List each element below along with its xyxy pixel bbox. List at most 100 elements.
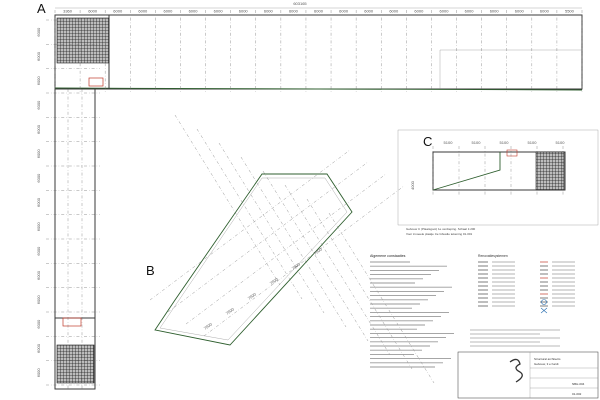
c-hatched-zone: [535, 151, 565, 191]
title-sheet-number: NBH-004: [572, 382, 585, 386]
left-dim-label: 6000: [36, 197, 41, 207]
grid-line-b-cross: [203, 185, 405, 337]
building-b-inner: [159, 177, 348, 341]
section-label-b: B: [146, 263, 155, 278]
left-dim-label: 6000: [36, 343, 41, 353]
marker-red-bottom: [62, 317, 82, 327]
building-a: A: [37, 1, 583, 390]
left-dim-label: 6000: [36, 319, 41, 329]
c-dim-label: 5100: [444, 140, 454, 145]
grid-lines-top: [54, 10, 583, 92]
info-lines: [470, 329, 560, 347]
b-dim-label: 7500: [313, 246, 324, 256]
title-project: Gebouw, 3 e hardt: [534, 362, 559, 366]
grid-line-b: [262, 170, 369, 342]
c-dim-label: 5100: [556, 140, 566, 145]
title-block-frame: [457, 351, 599, 399]
legend-blue-circle-icon: [541, 299, 547, 305]
left-dim-labels: 6000 6000 6000 6000 6000 6000 6000 6000 6000 6000…: [36, 27, 41, 377]
notes-lines: [370, 261, 454, 368]
title-block: Structural architects Gebouw, 3 e hardt …: [457, 351, 599, 399]
top-dim-label: 6000: [339, 9, 349, 14]
top-dim-label: 6000: [314, 9, 324, 14]
grid-line-b-cross: [167, 161, 369, 313]
c-caption-line1: Gebouw C (Plaatsgoot) 1e verdieping. Sch…: [406, 227, 476, 231]
b-dim-label: 7500: [291, 261, 302, 271]
top-dim-label: 6000: [239, 9, 249, 14]
top-dim-label: 6000: [440, 9, 450, 14]
top-dim-label: 6000: [138, 9, 148, 14]
left-dim-label: 6000: [36, 295, 41, 305]
legend-blue-cross-icon: [540, 307, 548, 314]
building-b-outline: [154, 173, 353, 346]
b-dim-labels: 7500 7500 7500 7500 7500 7500: [203, 246, 324, 331]
c-caption-line2: Voor invoeele plaatje zie Gbuatle tekeni…: [406, 232, 473, 236]
top-dim-label: 3360: [63, 9, 73, 14]
notes-heading: Algemene constaaties: [370, 254, 406, 258]
c-vertical-dim: 4000: [410, 180, 415, 190]
grid-line-b: [284, 184, 391, 356]
left-dim-label: 6000: [36, 100, 41, 110]
grid-line-b: [240, 156, 347, 328]
section-label-a: A: [37, 1, 46, 16]
title-drawing-number: 01-002: [572, 392, 582, 396]
top-dim-label: 6000: [414, 9, 424, 14]
b-dim-label: 7500: [269, 276, 280, 286]
company-logo-icon: [509, 358, 523, 383]
marker-red-top: [88, 77, 104, 87]
top-dim-label: 6000: [264, 9, 274, 14]
top-dim-label: 6000: [289, 9, 299, 14]
left-dim-label: 6000: [36, 51, 41, 61]
notes-block: Algemene constaaties: [370, 254, 454, 368]
top-dim-label: 6000: [364, 9, 374, 14]
top-dim-label: 6000: [490, 9, 500, 14]
title-company: Structural architects: [534, 357, 561, 361]
building-a-step-line: [439, 49, 582, 89]
c-diagonal-wall: [432, 152, 501, 191]
grid-line-b: [306, 198, 413, 370]
top-dim-label: 6000: [540, 9, 550, 14]
building-a-top-outline: [54, 14, 583, 90]
left-dim-label: 6000: [36, 76, 41, 86]
top-dimension-row: 603165 3360 6000 6000 6000 6000 6000 6000 6000 6…: [55, 1, 582, 14]
top-dim-label: 5500: [565, 9, 575, 14]
grid-lines-b: [149, 114, 435, 384]
b-dim-label: 7500: [225, 306, 236, 316]
top-dim-label: 6000: [113, 9, 123, 14]
grid-line-b-cross: [149, 149, 351, 301]
left-dim-label: 6000: [36, 27, 41, 37]
left-dim-label: 6000: [36, 246, 41, 256]
top-dim-total: 603165: [293, 1, 307, 6]
building-a-green-line: [54, 87, 583, 91]
top-dim-label: 6000: [515, 9, 525, 14]
grid-line-b: [328, 212, 435, 384]
hatched-zone-top: [56, 17, 110, 64]
grid-lines-left: [46, 19, 100, 390]
section-label-c: C: [423, 134, 432, 149]
c-dim-label: 5100: [500, 140, 510, 145]
left-dim-label: 6000: [36, 270, 41, 280]
grid-line-b: [218, 142, 325, 314]
top-dim-label: 6000: [189, 9, 199, 14]
building-b: B 7500 7500 7500 7500 7500 7500: [146, 114, 435, 384]
legend-heading: Renovatiesystemen: [478, 254, 508, 258]
left-dim-label: 6000: [36, 149, 41, 159]
grid-line-b: [196, 128, 303, 300]
left-dim-label: 6000: [36, 222, 41, 232]
c-dim-label: 5100: [472, 140, 482, 145]
hatched-zone-bottom: [56, 344, 95, 384]
b-dim-label: 7500: [203, 321, 214, 331]
top-dim-label: 6000: [465, 9, 475, 14]
legend-block: Renovatiesystemen: [478, 254, 575, 314]
top-dim-label: 6000: [163, 9, 173, 14]
b-dim-label: 7500: [247, 291, 258, 301]
grid-line-b-cross: [185, 173, 387, 325]
top-dim-label: 6000: [389, 9, 399, 14]
legend-rows: [478, 261, 575, 314]
c-detail-frame: [397, 129, 599, 226]
left-dim-label: 6000: [36, 173, 41, 183]
c-red-marker: [506, 149, 518, 157]
